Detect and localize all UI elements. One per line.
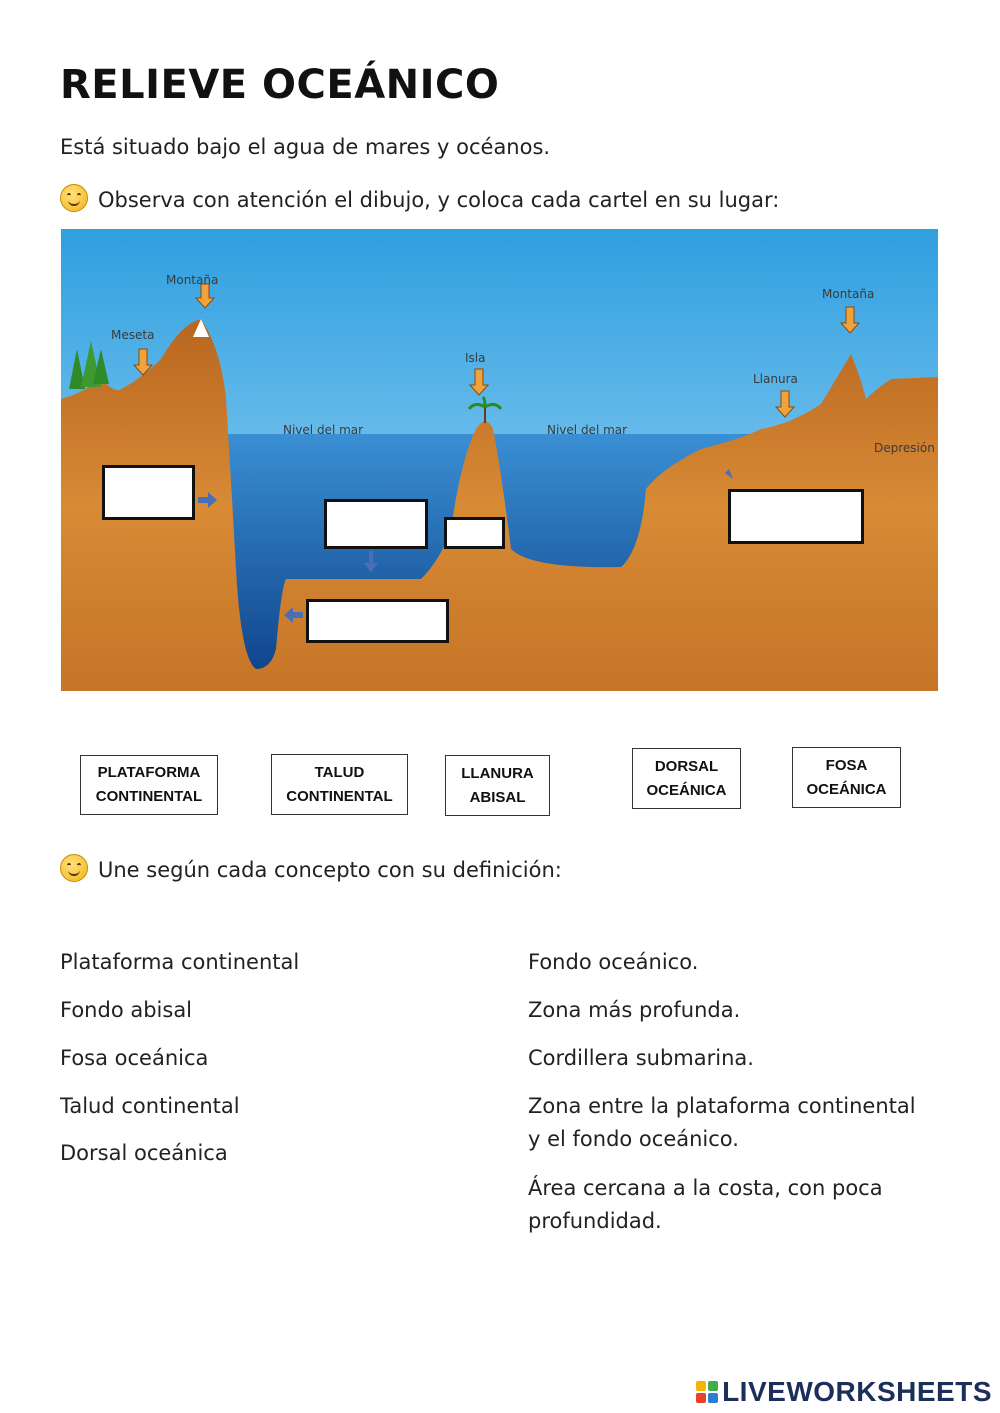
label-isla: Isla bbox=[465, 351, 486, 365]
palm-leaves bbox=[467, 395, 503, 410]
concept-2[interactable]: Fondo abisal bbox=[60, 998, 193, 1022]
liveworksheets-logo-icon bbox=[696, 1381, 719, 1403]
definition-4[interactable]: Zona entre la plataforma continental y e… bbox=[528, 1094, 916, 1151]
concept-4[interactable]: Talud continental bbox=[60, 1094, 240, 1118]
drop-box-5[interactable] bbox=[728, 489, 864, 544]
card-llanura-abisal[interactable]: LLANURA ABISAL bbox=[445, 755, 550, 816]
label-montana-right: Montaña bbox=[822, 287, 875, 301]
card-plataforma-continental[interactable]: PLATAFORMA CONTINENTAL bbox=[80, 755, 218, 815]
label-arrows bbox=[132, 283, 861, 418]
instruction-place-cards: Observa con atención el dibujo, y coloca… bbox=[60, 184, 779, 212]
drop-box-2[interactable] bbox=[324, 499, 428, 549]
liveworksheets-logo-text: LIVEWORKSHEETS bbox=[722, 1376, 992, 1407]
label-depresion: Depresión bbox=[874, 441, 935, 455]
snow-peak bbox=[193, 319, 209, 337]
ocean-relief-diagram: Montaña Meseta Nivel del mar Isla Nivel … bbox=[61, 229, 938, 691]
definition-5[interactable]: Área cercana a la costa, con poca profun… bbox=[528, 1176, 883, 1233]
concept-1[interactable]: Plataforma continental bbox=[60, 950, 300, 974]
smiley-icon bbox=[60, 184, 88, 212]
instruction-match: Une según cada concepto con su definició… bbox=[60, 854, 562, 882]
concept-5[interactable]: Dorsal oceánica bbox=[60, 1141, 228, 1165]
drop-box-4[interactable] bbox=[306, 599, 449, 643]
label-meseta: Meseta bbox=[111, 328, 155, 342]
label-llanura: Llanura bbox=[753, 372, 798, 386]
label-montana-left: Montaña bbox=[166, 273, 219, 287]
intro-text: Está situado bajo el agua de mares y océ… bbox=[60, 135, 551, 159]
definition-2[interactable]: Zona más profunda. bbox=[528, 998, 741, 1022]
instruction-match-text: Une según cada concepto con su definició… bbox=[98, 858, 562, 882]
box-arrows bbox=[198, 469, 733, 623]
drop-box-1[interactable] bbox=[102, 465, 195, 520]
definition-3[interactable]: Cordillera submarina. bbox=[528, 1046, 754, 1070]
liveworksheets-logo: LIVEWORKSHEETS bbox=[696, 1376, 992, 1408]
ocean-relief-illustration bbox=[61, 229, 938, 691]
card-dorsal-oceanica[interactable]: DORSAL OCEÁNICA bbox=[632, 748, 741, 809]
card-fosa-oceanica[interactable]: FOSA OCEÁNICA bbox=[792, 747, 901, 808]
instruction-place-cards-text: Observa con atención el dibujo, y coloca… bbox=[98, 188, 780, 212]
card-talud-continental[interactable]: TALUD CONTINENTAL bbox=[271, 754, 408, 815]
worksheet-title: Relieve oceánico bbox=[60, 62, 500, 108]
smiley-icon bbox=[60, 854, 88, 882]
definition-1[interactable]: Fondo oceánico. bbox=[528, 950, 699, 974]
tree-3 bbox=[93, 349, 109, 384]
drop-box-3[interactable] bbox=[444, 517, 505, 549]
concept-3[interactable]: Fosa oceánica bbox=[60, 1046, 209, 1070]
label-nivel-del-mar-left: Nivel del mar bbox=[283, 423, 364, 437]
sea-floor bbox=[61, 319, 938, 691]
tree-1 bbox=[69, 349, 85, 389]
label-nivel-del-mar-right: Nivel del mar bbox=[547, 423, 628, 437]
